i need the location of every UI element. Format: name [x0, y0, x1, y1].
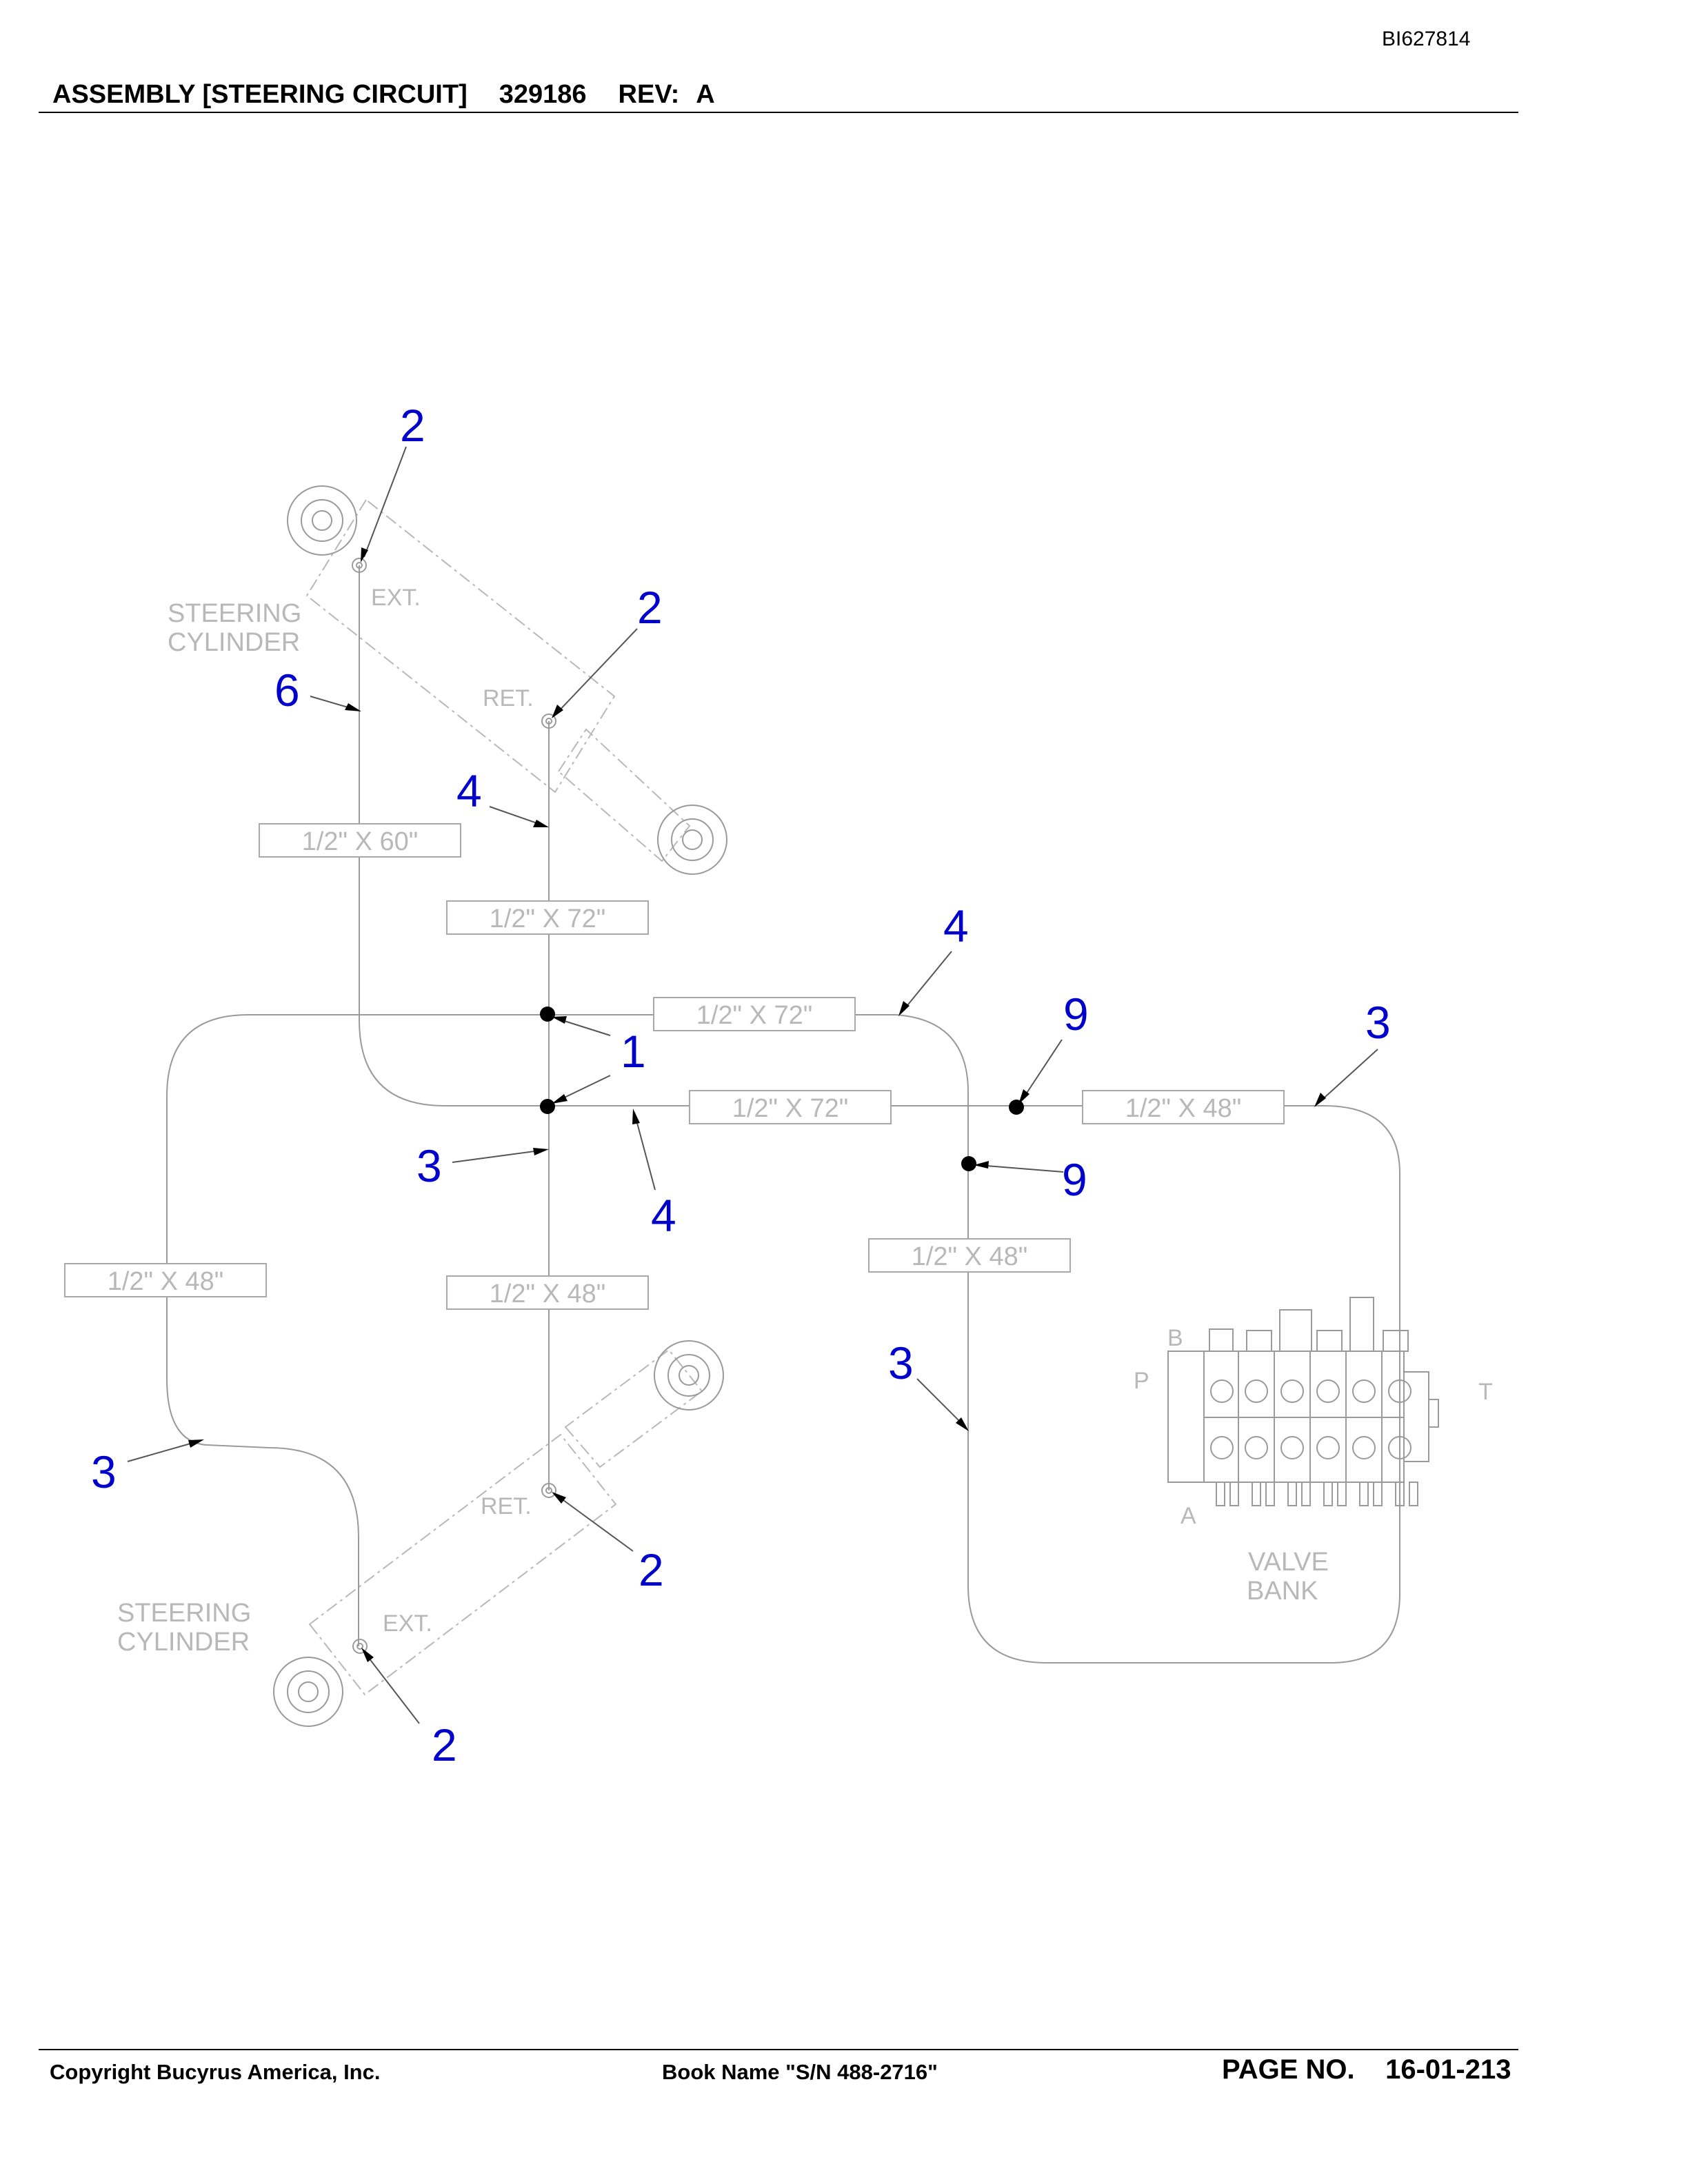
rev-label: REV:	[618, 80, 680, 109]
part-number: 329186	[499, 80, 587, 109]
hose-label-6: 1/2" X 48"	[868, 1238, 1071, 1273]
callout-2-ext-bottom: 2	[432, 1719, 457, 1770]
hose-label-4: 1/2" X 72"	[689, 1090, 892, 1124]
assembly-title: ASSEMBLY [STEERING CIRCUIT]	[52, 80, 468, 109]
steering-cylinder-bottom	[273, 1340, 724, 1727]
callout-4-right: 4	[943, 900, 969, 951]
callout-1: 1	[621, 1026, 646, 1077]
valve-bank-label-line2: BANK	[1247, 1577, 1318, 1606]
footer-rule	[39, 2049, 1518, 2050]
callout-2-ret-top: 2	[637, 582, 663, 633]
valve-port-a: A	[1180, 1503, 1196, 1529]
cylinder-bottom-label-line1: STEERING	[117, 1599, 251, 1628]
callout-9-lower: 9	[1062, 1154, 1087, 1205]
svg-text:1/2" X 48": 1/2" X 48"	[490, 1280, 606, 1308]
valve-port-b: B	[1167, 1325, 1183, 1351]
hose-label-8: 1/2" X 48"	[446, 1275, 649, 1310]
callout-2-ret-bottom: 2	[639, 1544, 664, 1595]
page-value: 16-01-213	[1385, 2054, 1511, 2085]
junction-dot-2	[540, 1099, 555, 1114]
svg-text:1/2" X 72": 1/2" X 72"	[732, 1094, 849, 1123]
ret-label-top: RET.	[483, 685, 534, 711]
document-id: BI627814	[1382, 28, 1471, 50]
hose-label-7: 1/2" X 48"	[64, 1263, 267, 1297]
svg-text:1/2" X 48": 1/2" X 48"	[912, 1242, 1028, 1271]
hose-label-1: 1/2" X 60"	[259, 823, 461, 858]
page-number: PAGE NO. 16-01-213	[1222, 2054, 1511, 2085]
cylinder-bottom-label-line2: CYLINDER	[117, 1628, 250, 1657]
svg-text:1/2" X 72": 1/2" X 72"	[696, 1001, 813, 1030]
valve-bank	[1167, 1297, 1439, 1506]
svg-text:1/2" X 60": 1/2" X 60"	[302, 827, 419, 856]
valve-bank-label-line1: VALVE	[1248, 1548, 1329, 1577]
svg-text:1/2" X 48": 1/2" X 48"	[1125, 1094, 1242, 1123]
ext-label-bottom: EXT.	[383, 1610, 432, 1637]
valve-outlets	[1216, 1482, 1418, 1506]
callout-3-valve: 3	[888, 1337, 914, 1388]
book-name: Book Name "S/N 488-2716"	[662, 2060, 938, 2084]
valve-port-t: T	[1478, 1379, 1493, 1405]
callout-3-left: 3	[91, 1446, 117, 1497]
page-header: ASSEMBLY [STEERING CIRCUIT] 329186 REV: A	[52, 80, 747, 110]
callout-2-ext-top: 2	[400, 400, 425, 451]
rev-value: A	[696, 80, 715, 109]
callout-6: 6	[274, 665, 300, 716]
callout-4-lower: 4	[651, 1190, 676, 1241]
valve-spools	[1204, 1351, 1411, 1482]
cylinder-top-label-line1: STEERING	[168, 599, 301, 628]
ext-label-top: EXT.	[371, 585, 421, 611]
valve-port-p: P	[1134, 1368, 1149, 1394]
junction-dot-1	[540, 1007, 555, 1022]
callout-3-middle: 3	[416, 1140, 442, 1191]
ext-port-bottom	[352, 1639, 368, 1654]
svg-text:1/2" X 72": 1/2" X 72"	[490, 904, 606, 933]
junction-dot-4	[961, 1156, 976, 1171]
ret-label-bottom: RET.	[481, 1493, 532, 1519]
hose-label-2: 1/2" X 72"	[446, 900, 649, 935]
copyright-text: Copyright Bucyrus America, Inc.	[50, 2060, 381, 2084]
steering-cylinder-top	[287, 485, 727, 875]
cylinder-top-label-line2: CYLINDER	[168, 628, 300, 657]
callout-4-upper: 4	[456, 765, 482, 816]
hose-label-5: 1/2" X 48"	[1082, 1090, 1285, 1124]
hose-label-3: 1/2" X 72"	[653, 997, 856, 1031]
svg-text:1/2" X 48": 1/2" X 48"	[108, 1267, 224, 1296]
hose-lines	[166, 565, 1400, 1664]
callout-3-right: 3	[1365, 997, 1391, 1048]
page-label: PAGE NO.	[1222, 2054, 1355, 2085]
junction-dot-3	[1009, 1100, 1024, 1115]
leader-lines	[127, 446, 1378, 1724]
header-rule	[39, 112, 1518, 113]
callout-9-upper: 9	[1063, 989, 1089, 1040]
